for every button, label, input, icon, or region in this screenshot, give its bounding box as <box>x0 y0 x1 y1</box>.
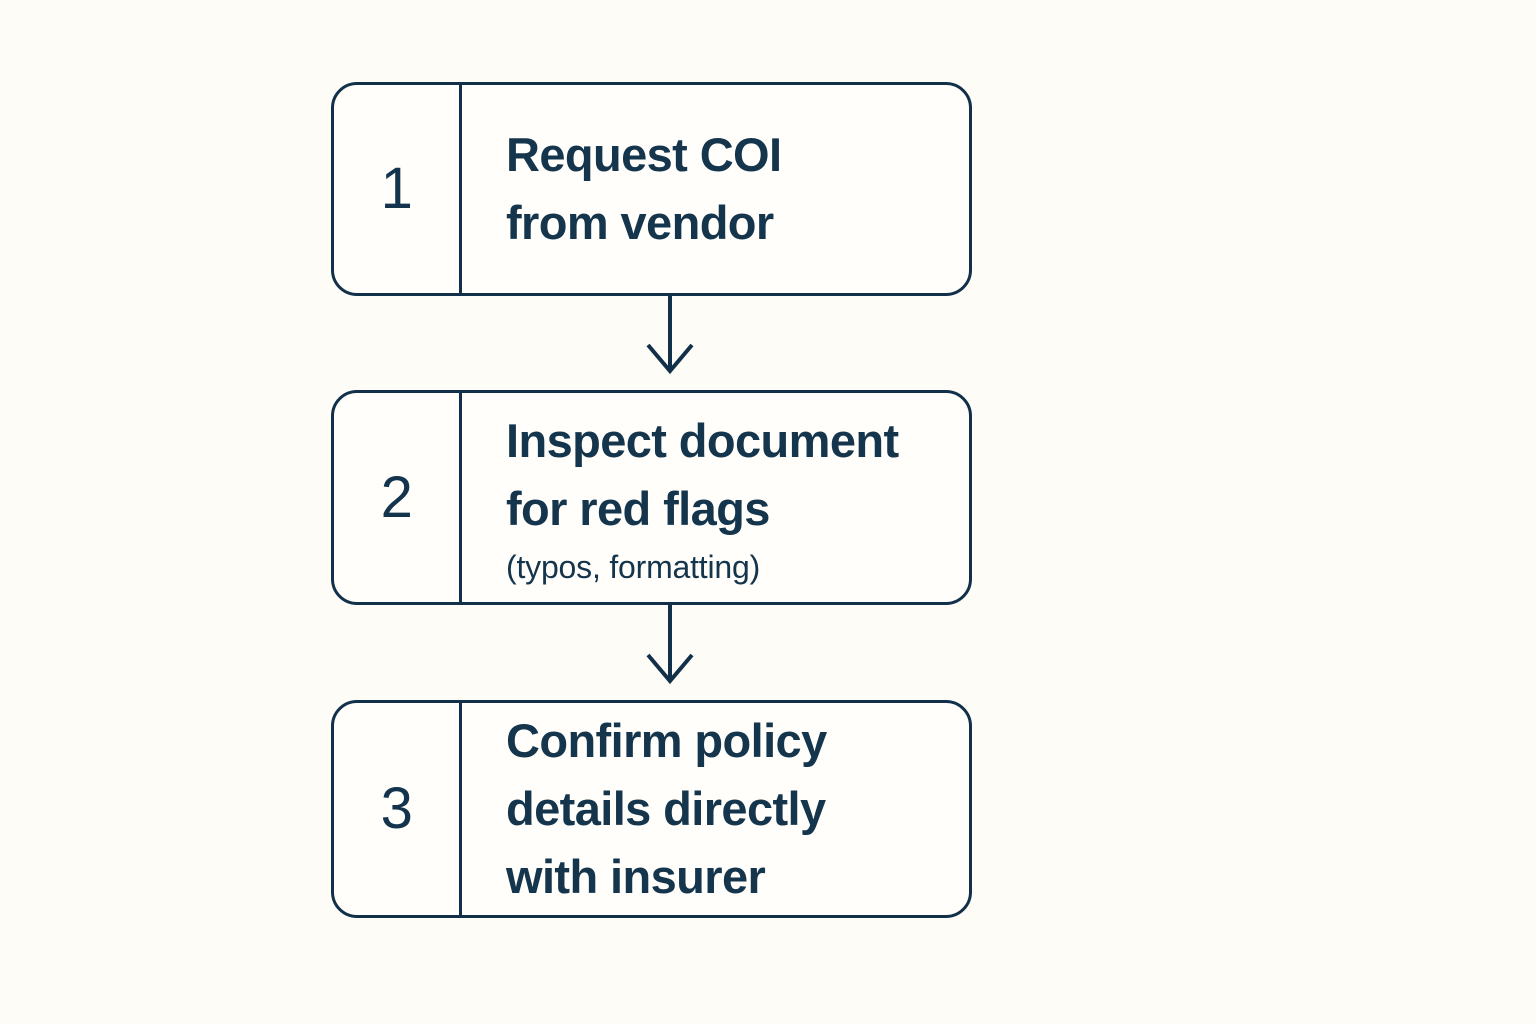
flow-step-1-content: Request COI from vendor <box>462 85 969 293</box>
connector-arrowhead-2-3 <box>646 653 694 685</box>
flow-step-3-content: Confirm policy details directly with ins… <box>462 703 969 915</box>
flow-step-3-number: 3 <box>380 776 413 841</box>
flow-step-2-content: Inspect document for red flags (typos, f… <box>462 393 969 602</box>
flow-step-1[interactable]: 1 Request COI from vendor <box>331 82 972 296</box>
flow-step-3[interactable]: 3 Confirm policy details directly with i… <box>331 700 972 918</box>
flow-step-1-number-cell: 1 <box>334 85 462 293</box>
flow-step-2-title: Inspect document for red flags <box>506 413 899 535</box>
flow-step-3-title: Confirm policy details directly with ins… <box>506 713 827 904</box>
connector-arrowhead-1-2 <box>646 343 694 375</box>
flow-step-2[interactable]: 2 Inspect document for red flags (typos,… <box>331 390 972 605</box>
flow-step-1-title: Request COI from vendor <box>506 127 782 249</box>
flow-step-1-number: 1 <box>380 156 413 221</box>
flow-step-3-number-cell: 3 <box>334 703 462 915</box>
flow-step-2-number-cell: 2 <box>334 393 462 602</box>
flow-step-2-subtitle: (typos, formatting) <box>506 548 761 585</box>
flow-step-2-number: 2 <box>380 464 413 530</box>
